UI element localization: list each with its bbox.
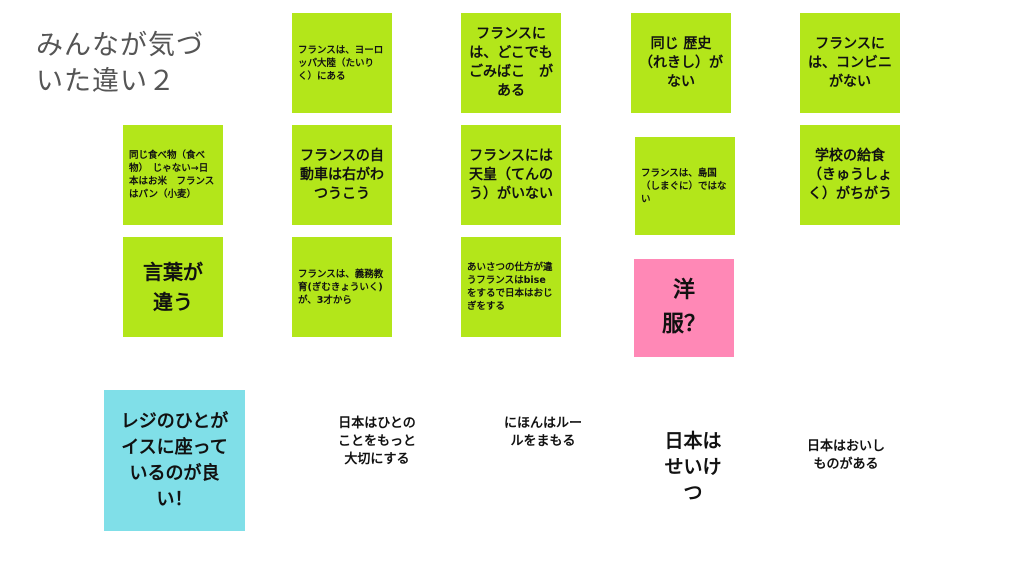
sticky-note[interactable]: フランスには天皇（てんのう）がいない	[461, 125, 561, 225]
sticky-note[interactable]: フランスには、どこでも ごみばこ がある	[461, 13, 567, 113]
note-text: フランスは、島国（しまぐに）ではない	[641, 167, 727, 205]
note-text: フランスの自動車は右がわつうこう	[300, 147, 384, 202]
note-text: フランスは、義務教育(ぎむきょういく)が、3才から	[298, 268, 384, 306]
sticky-note[interactable]: 同じ食べ物（食べ物） じゃない→日本はお米 フランスはパン（小麦）	[123, 125, 223, 225]
sticky-note-cyan[interactable]: レジのひとがイスに座っているのが良い！	[104, 390, 245, 531]
sticky-note[interactable]: 言葉が違う	[123, 237, 223, 337]
note-text: あいさつの仕方が違うフランスはbiseをするで日本はおじぎをする	[467, 262, 553, 312]
sticky-note[interactable]: 学校の給食（きゅうしょく）がちがう	[800, 125, 900, 225]
text-box[interactable]: 日本はおいしものがある	[806, 439, 885, 472]
note-text: 洋服？	[661, 278, 706, 337]
note-text: 同じ食べ物（食べ物） じゃない→日本はお米 フランスはパン（小麦）	[129, 150, 215, 200]
sticky-note[interactable]: フランスは、義務教育(ぎむきょういく)が、3才から	[292, 237, 392, 337]
note-text: フランスは、ヨーロッパ大陸（たいりく）にある	[298, 44, 384, 82]
sticky-note[interactable]: フランスは、島国（しまぐに）ではない	[635, 137, 735, 235]
note-text: レジのひとがイスに座っているのが良い！	[120, 410, 229, 510]
sticky-note-pink[interactable]: 洋服？	[634, 259, 734, 357]
sticky-note[interactable]: フランスには、コンビニがない	[800, 13, 900, 113]
note-text: 言葉が違う	[143, 260, 203, 314]
text-box[interactable]: にほんはルールをまもる	[503, 416, 582, 449]
text-box[interactable]: 日本はひとのことをもっと大切にする	[337, 416, 416, 467]
note-text: 学校の給食（きゅうしょく）がちがう	[808, 147, 892, 202]
sticky-note[interactable]: フランスの自動車は右がわつうこう	[292, 125, 392, 225]
sticky-note[interactable]: あいさつの仕方が違うフランスはbiseをするで日本はおじぎをする	[461, 237, 561, 337]
note-text: フランスには、どこでも ごみばこ がある	[469, 26, 567, 99]
note-text: 同じ 歴史（れきし）がない	[639, 35, 723, 90]
slide-title: みんなが気づいた違い２	[36, 30, 204, 97]
text-box[interactable]: 日本はせいけつ	[664, 430, 722, 504]
note-text: フランスには、コンビニがない	[808, 35, 892, 90]
sticky-note[interactable]: フランスは、ヨーロッパ大陸（たいりく）にある	[292, 13, 392, 113]
note-text: フランスには天皇（てんのう）がいない	[469, 147, 553, 202]
sticky-note[interactable]: 同じ 歴史（れきし）がない	[631, 13, 731, 113]
